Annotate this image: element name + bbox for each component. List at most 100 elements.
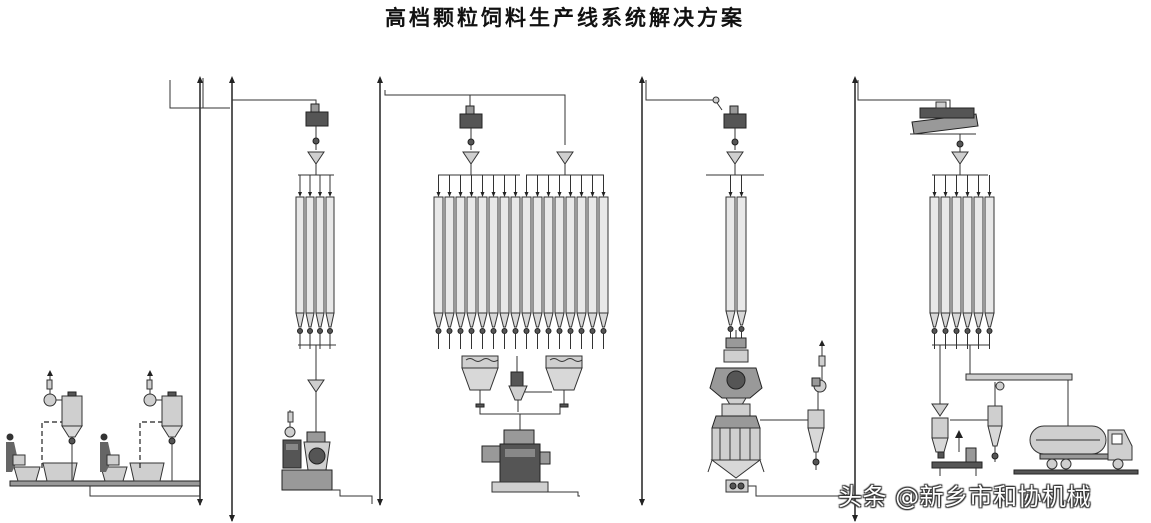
bin-hopper xyxy=(532,312,543,328)
storage-bin xyxy=(929,196,940,314)
pellet-mill xyxy=(709,337,763,409)
packing-dust-collector xyxy=(950,381,1005,462)
storage-bin xyxy=(477,196,488,314)
pelleting-cooling-section xyxy=(706,96,840,497)
down-arrow-icon xyxy=(932,192,937,197)
bin-hopper xyxy=(576,312,587,328)
down-arrow-icon xyxy=(987,192,992,197)
storage-bin xyxy=(951,196,962,314)
batching-mixing-section xyxy=(433,105,609,497)
bin-hopper xyxy=(725,310,736,326)
down-arrow-icon xyxy=(728,192,733,197)
bin-hopper xyxy=(305,312,315,328)
up-arrow-icon xyxy=(377,76,383,83)
discharge-valve xyxy=(512,328,519,334)
rotary-distributor xyxy=(305,111,329,127)
down-arrow-icon xyxy=(447,192,452,197)
discharge-valve xyxy=(297,328,303,334)
storage-bin xyxy=(587,196,598,314)
discharge-valve xyxy=(975,328,982,334)
storage-bin xyxy=(315,196,325,314)
discharge-valve xyxy=(534,328,541,334)
discharge-valve xyxy=(479,328,486,334)
down-arrow-icon xyxy=(546,192,551,197)
bin-hopper xyxy=(325,312,335,328)
crumbler xyxy=(725,479,749,493)
bin-hopper xyxy=(315,312,325,328)
pellet-distributor xyxy=(723,113,747,129)
finished-product-section xyxy=(910,101,1139,476)
storage-bin xyxy=(554,196,565,314)
bin-hopper xyxy=(433,312,444,328)
discharge-valve xyxy=(600,328,607,334)
bulk-loading-conveyor xyxy=(965,373,1073,381)
down-arrow-icon xyxy=(469,192,474,197)
storage-bin xyxy=(532,196,543,314)
storage-bin xyxy=(973,196,984,314)
down-arrow-icon xyxy=(739,192,744,197)
down-arrow-icon xyxy=(590,192,595,197)
bin-hopper xyxy=(962,312,973,328)
bin-hopper xyxy=(499,312,510,328)
grinding-bins xyxy=(295,175,335,349)
discharge-valve xyxy=(457,328,464,334)
diagram-title: 高档颗粒饲料生产线系统解决方案 xyxy=(385,6,745,30)
down-arrow-icon xyxy=(852,515,858,522)
storage-bin xyxy=(295,196,305,314)
packing-scale xyxy=(931,403,983,476)
bin-hopper xyxy=(477,312,488,328)
down-arrow-icon xyxy=(954,192,959,197)
bin-hopper xyxy=(466,312,477,328)
discharge-valve xyxy=(738,326,745,332)
discharge-valve xyxy=(931,328,938,334)
down-arrow-icon xyxy=(308,192,312,197)
down-arrow-icon xyxy=(568,192,573,197)
bin-hopper xyxy=(565,312,576,328)
building-floor-lines xyxy=(197,76,858,522)
down-arrow-icon xyxy=(557,192,562,197)
batching-distributor xyxy=(459,113,483,129)
down-arrow-icon xyxy=(458,192,463,197)
down-arrow-icon xyxy=(480,192,485,197)
bin-hopper xyxy=(736,310,747,326)
bin-hopper xyxy=(598,312,609,328)
intake-belt-conveyor xyxy=(9,480,201,487)
down-arrow-icon xyxy=(298,192,302,197)
intake-pit-1 xyxy=(6,370,83,482)
storage-bin xyxy=(576,196,587,314)
down-arrow-icon xyxy=(639,499,645,506)
batching-scale-left xyxy=(461,355,499,408)
storage-bin xyxy=(433,196,444,314)
additive-scale xyxy=(508,356,552,412)
discharge-valve xyxy=(727,326,734,332)
storage-bin xyxy=(510,196,521,314)
discharge-valve xyxy=(446,328,453,334)
storage-bin xyxy=(543,196,554,314)
bin-hopper xyxy=(510,312,521,328)
discharge-valve xyxy=(545,328,552,334)
bin-hopper xyxy=(554,312,565,328)
discharge-valve xyxy=(490,328,497,334)
bag-conveyor xyxy=(931,461,983,469)
storage-bin xyxy=(962,196,973,314)
down-arrow-icon xyxy=(502,192,507,197)
discharge-valve xyxy=(523,328,530,334)
bin-hopper xyxy=(455,312,466,328)
cooler-cyclone xyxy=(760,340,827,470)
bin-hopper xyxy=(984,312,995,328)
down-arrow-icon xyxy=(943,192,948,197)
bin-hopper xyxy=(940,312,951,328)
discharge-valve xyxy=(964,328,971,334)
storage-bin xyxy=(521,196,532,314)
bin-hopper xyxy=(929,312,940,328)
discharge-valve xyxy=(942,328,949,334)
storage-bin xyxy=(444,196,455,314)
down-arrow-icon xyxy=(229,515,235,522)
mixer xyxy=(481,429,551,493)
storage-bin xyxy=(455,196,466,314)
grading-screener xyxy=(910,101,979,135)
down-arrow-icon xyxy=(535,192,540,197)
discharge-valve xyxy=(317,328,323,334)
bin-hopper xyxy=(488,312,499,328)
